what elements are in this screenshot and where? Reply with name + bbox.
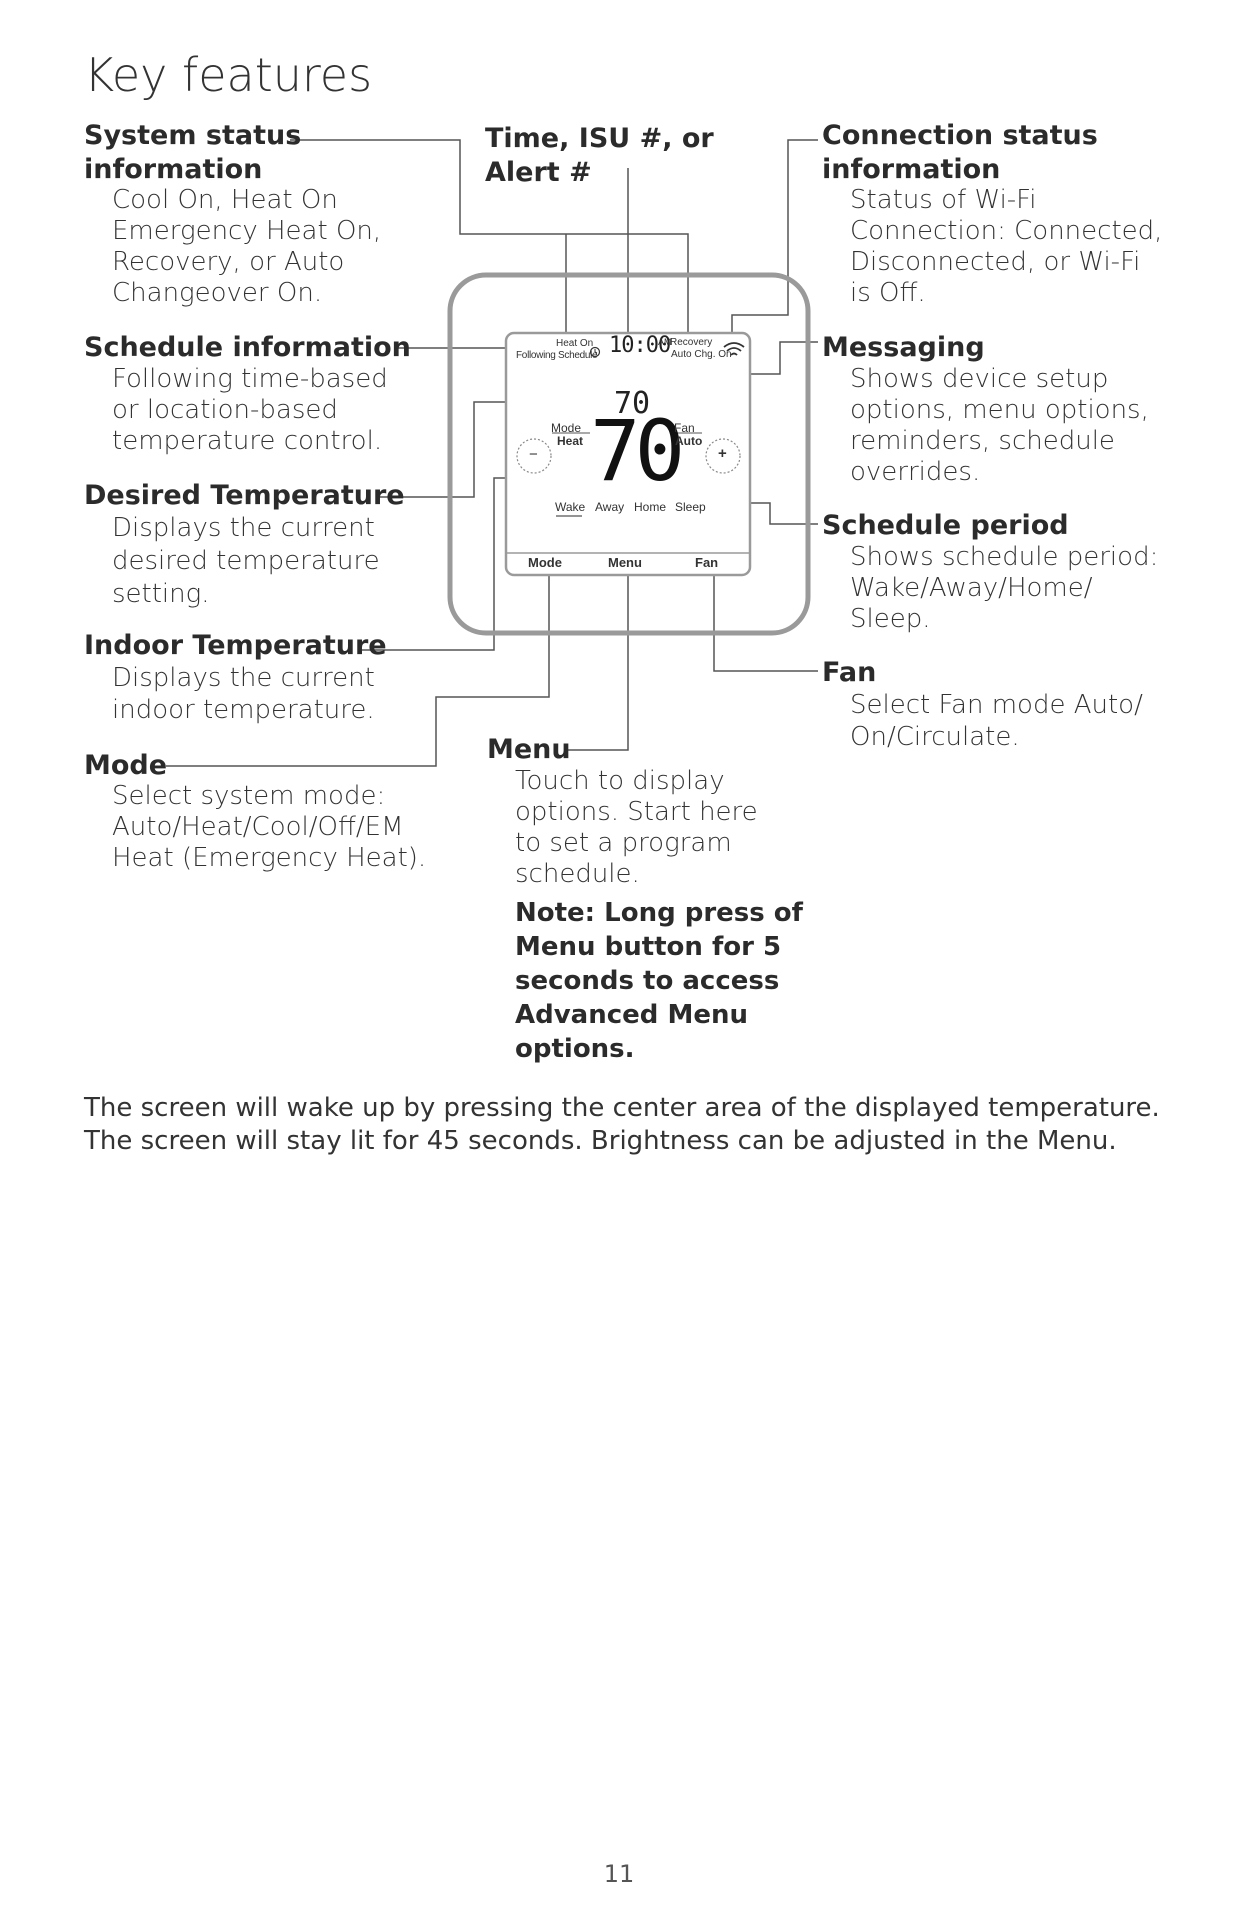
menu-desc: Touch to display options. Start here to … xyxy=(515,766,758,889)
setpoint-display: 70 xyxy=(614,386,651,421)
recovery-text: Recovery xyxy=(670,337,713,348)
indoor-temp-label: Indoor Temperature xyxy=(84,630,387,661)
menu-button[interactable]: Menu xyxy=(608,555,642,570)
plus-button xyxy=(705,438,741,474)
mode-value: Heat xyxy=(557,434,584,448)
time-display: 10:00 xyxy=(609,333,671,358)
indoor-temp-display[interactable]: 70 xyxy=(590,402,685,500)
mode-button[interactable]: Mode xyxy=(528,555,562,570)
messaging-desc: Shows device setup options, menu options… xyxy=(850,364,1149,487)
thermostat-housing xyxy=(447,272,811,636)
schedule-period-label: Schedule period xyxy=(822,510,1069,541)
schedule-period-desc: Shows schedule period: Wake/Away/Home/ S… xyxy=(850,542,1159,634)
system-status-label: System status information xyxy=(84,120,302,185)
menu-note: Note: Long press of Menu button for 5 se… xyxy=(515,898,803,1064)
auto-chg-on-text: Auto Chg. On xyxy=(671,349,732,360)
wifi-icon xyxy=(723,342,745,356)
desired-temp-label: Desired Temperature xyxy=(84,480,405,511)
fan-desc: Select Fan mode Auto/ On/Circulate. xyxy=(850,690,1143,752)
fan-value: Auto xyxy=(675,434,703,448)
leader-fan xyxy=(713,570,818,672)
period-sleep[interactable]: Sleep xyxy=(675,500,706,514)
indoor-temp-desc: Displays the current indoor temperature. xyxy=(112,663,375,725)
minus-icon[interactable]: − xyxy=(529,446,538,463)
connection-status-desc: Status of Wi-Fi Connection: Connected, D… xyxy=(850,185,1163,308)
messaging-label: Messaging xyxy=(822,332,985,363)
am-text: AM xyxy=(658,337,672,347)
schedule-info-desc: Following time-based or location-based t… xyxy=(112,364,388,456)
following-schedule-text: Following Schedule xyxy=(516,350,598,361)
leader-system-status xyxy=(290,139,689,333)
page-number: 11 xyxy=(603,1860,635,1888)
leader-menu xyxy=(568,570,629,751)
fan-button[interactable]: Fan xyxy=(695,555,719,570)
menu-label: Menu xyxy=(487,734,571,765)
minus-button xyxy=(516,438,552,474)
leader-mode xyxy=(166,570,550,767)
period-home[interactable]: Home xyxy=(634,500,667,514)
period-away[interactable]: Away xyxy=(595,500,625,514)
footer-text: The screen will wake up by pressing the … xyxy=(84,1093,1160,1156)
fan-label: Fan xyxy=(822,657,877,688)
mode-desc: Select system mode: Auto/Heat/Cool/Off/E… xyxy=(112,781,427,873)
schedule-info-label: Schedule information xyxy=(84,332,411,363)
connection-status-label: Connection status information xyxy=(822,120,1098,185)
leader-connection xyxy=(731,139,818,333)
page-title: Key features xyxy=(84,48,373,102)
thermostat-screen xyxy=(504,331,752,577)
desired-temp-desc: Displays the current desired temperature… xyxy=(112,513,380,609)
clock-icon xyxy=(589,346,601,358)
system-status-desc: Cool On, Heat On Emergency Heat On, Reco… xyxy=(112,185,382,308)
mode-small-label: Mode xyxy=(551,421,582,435)
period-wake[interactable]: Wake xyxy=(555,500,586,514)
fan-small-label: Fan xyxy=(674,421,695,435)
heat-on-text: Heat On xyxy=(556,338,594,349)
plus-icon[interactable]: + xyxy=(718,445,727,462)
time-isu-label: Time, ISU #, or Alert # xyxy=(485,123,714,188)
mode-label: Mode xyxy=(84,750,168,781)
